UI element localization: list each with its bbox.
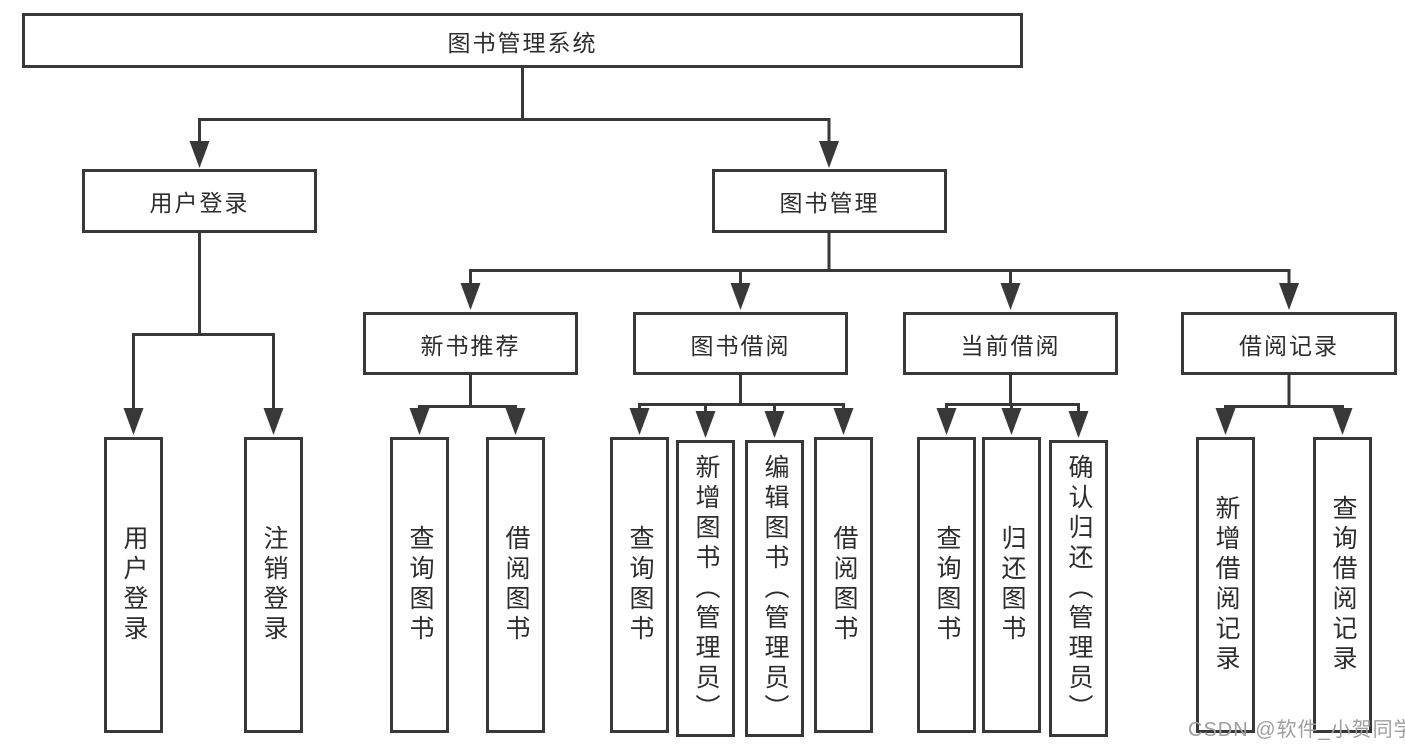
connector-stems (132, 68, 1344, 420)
leaf-query-books-recommend: 查询图书 (390, 437, 449, 733)
leaf-add-book-admin: 新增图书（管理员） (676, 440, 735, 737)
leaf-borrow-books-recommend: 借阅图书 (486, 437, 545, 733)
node-book-management: 图书管理 (712, 169, 947, 233)
leaf-confirm-return-admin: 确认归还（管理员） (1049, 440, 1108, 737)
leaf-query-books-borrow: 查询图书 (610, 437, 669, 733)
node-system-root: 图书管理系统 (22, 13, 1023, 68)
leaf-query-books-current: 查询图书 (917, 437, 976, 733)
node-borrowing-records: 借阅记录 (1181, 312, 1397, 375)
leaf-add-borrow-record: 新增借阅记录 (1196, 437, 1255, 733)
leaf-logout: 注销登录 (244, 437, 303, 733)
connector-arrowheads (123, 141, 1353, 438)
node-current-borrowing: 当前借阅 (903, 312, 1118, 375)
leaf-query-borrow-record: 查询借阅记录 (1313, 437, 1372, 733)
leaf-return-books: 归还图书 (982, 437, 1041, 733)
leaf-edit-book-admin: 编辑图书（管理员） (745, 440, 804, 737)
node-user-login: 用户登录 (82, 169, 317, 233)
leaf-user-login: 用户登录 (104, 437, 163, 733)
leaf-borrow-books-borrow: 借阅图书 (814, 437, 873, 733)
node-new-book-recommend: 新书推荐 (363, 312, 578, 375)
node-book-borrowing: 图书借阅 (633, 312, 848, 375)
watermark: CSDN @软件_小贺同学 (1188, 719, 1405, 741)
